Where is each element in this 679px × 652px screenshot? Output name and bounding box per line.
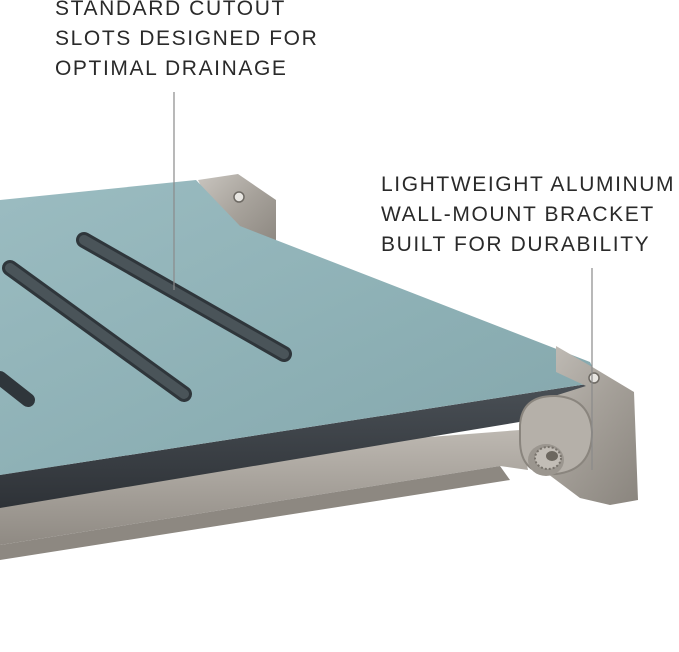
bracket-arm xyxy=(0,430,528,560)
knurled-screw-icon xyxy=(528,444,564,476)
slots-callout-line-3: OPTIMAL DRAINAGE xyxy=(55,57,288,80)
bracket-callout-line-3: BUILT FOR DURABILITY xyxy=(381,233,651,256)
slots-callout-line-2: SLOTS DESIGNED FOR xyxy=(55,27,319,50)
slots-callout: STANDARD CUTOUT SLOTS DESIGNED FOR OPTIM… xyxy=(55,0,318,84)
seat-edge xyxy=(0,382,604,508)
bracket-callout-line-2: WALL-MOUNT BRACKET xyxy=(381,203,655,226)
bracket-callout: LIGHTWEIGHT ALUMINUM WALL-MOUNT BRACKET … xyxy=(381,170,675,260)
drainage-slots xyxy=(0,232,292,407)
slots-callout-line-1: STANDARD CUTOUT xyxy=(55,0,286,20)
seat-top xyxy=(0,180,600,475)
bracket-callout-line-1: LIGHTWEIGHT ALUMINUM xyxy=(381,173,676,196)
